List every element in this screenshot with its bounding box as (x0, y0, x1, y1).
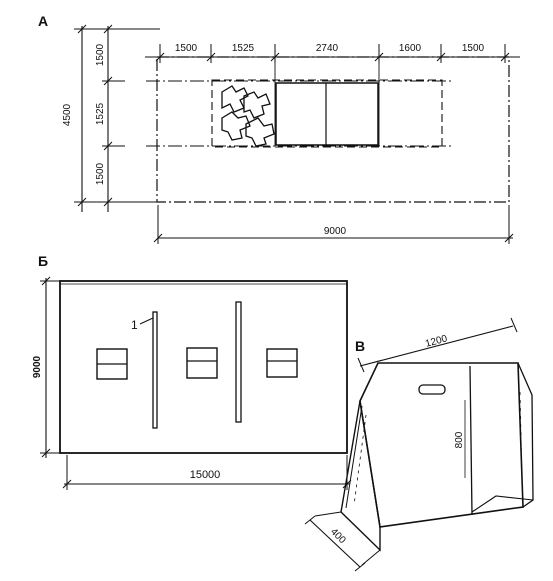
right-side-hatch (519, 391, 523, 481)
section-v-label: В (355, 338, 365, 354)
panel-block (275, 82, 379, 146)
stand-height-dim: 800 (454, 431, 465, 448)
field-board (59, 280, 348, 454)
puzzle-piece-4 (245, 117, 275, 147)
outer-boundary (156, 56, 510, 203)
section-v: В 1200 800 400 (304, 317, 534, 572)
stand-front-face (359, 362, 524, 528)
left-side-hatch (353, 414, 367, 506)
left-side-edge (345, 405, 363, 509)
target-window-3 (266, 348, 298, 378)
top-width-dim-ticks (357, 317, 518, 373)
top-dim-1: 1500 (175, 43, 198, 54)
section-a-label: А (38, 13, 48, 29)
puzzle-piece-2 (243, 91, 271, 119)
section-b-label: Б (38, 253, 48, 269)
overall-width-dim: 9000 (324, 226, 347, 237)
top-dimension-ticks (155, 44, 510, 63)
carry-handle (418, 384, 446, 395)
left-dimension-ticks (74, 24, 160, 207)
width-dim: 15000 (190, 469, 221, 481)
section-b: Б 1 9000 15 (32, 253, 352, 490)
section-a: А 1500 1525 2740 1600 1500 (38, 13, 520, 244)
top-dim-3: 2740 (316, 43, 339, 54)
callout-number: 1 (131, 318, 138, 332)
barrier-bar-2 (235, 301, 242, 423)
top-width-dim: 1200 (424, 333, 449, 349)
target-window-2 (186, 347, 218, 379)
top-width-dim-line (359, 325, 514, 367)
bottom-dimension-ticks (153, 205, 514, 244)
stand-right-side (517, 362, 534, 508)
left-dim-2: 1525 (95, 102, 106, 125)
left-dim-1: 1500 (95, 43, 106, 66)
stand-center-seam (469, 365, 473, 516)
height-dimension-ticks (40, 276, 60, 458)
top-dim-5: 1500 (462, 43, 485, 54)
stand-base-brace (471, 495, 534, 513)
height-dim: 9000 (32, 355, 43, 378)
puzzle-piece-1 (221, 85, 249, 113)
inner-zone (211, 79, 443, 148)
puzzle-piece-3 (221, 111, 251, 141)
depth-dim-line (309, 519, 361, 568)
depth-dim-ticks (304, 511, 381, 572)
top-dim-2: 1525 (232, 43, 255, 54)
puzzle-figures (221, 85, 275, 147)
width-dimension-ticks (62, 455, 352, 490)
barrier-bar-1 (152, 311, 158, 429)
callout-leader (139, 317, 154, 325)
top-dim-4: 1600 (399, 43, 422, 54)
overall-height-dim: 4500 (62, 103, 73, 126)
left-dim-3: 1500 (95, 162, 106, 185)
depth-dim: 400 (328, 526, 348, 546)
